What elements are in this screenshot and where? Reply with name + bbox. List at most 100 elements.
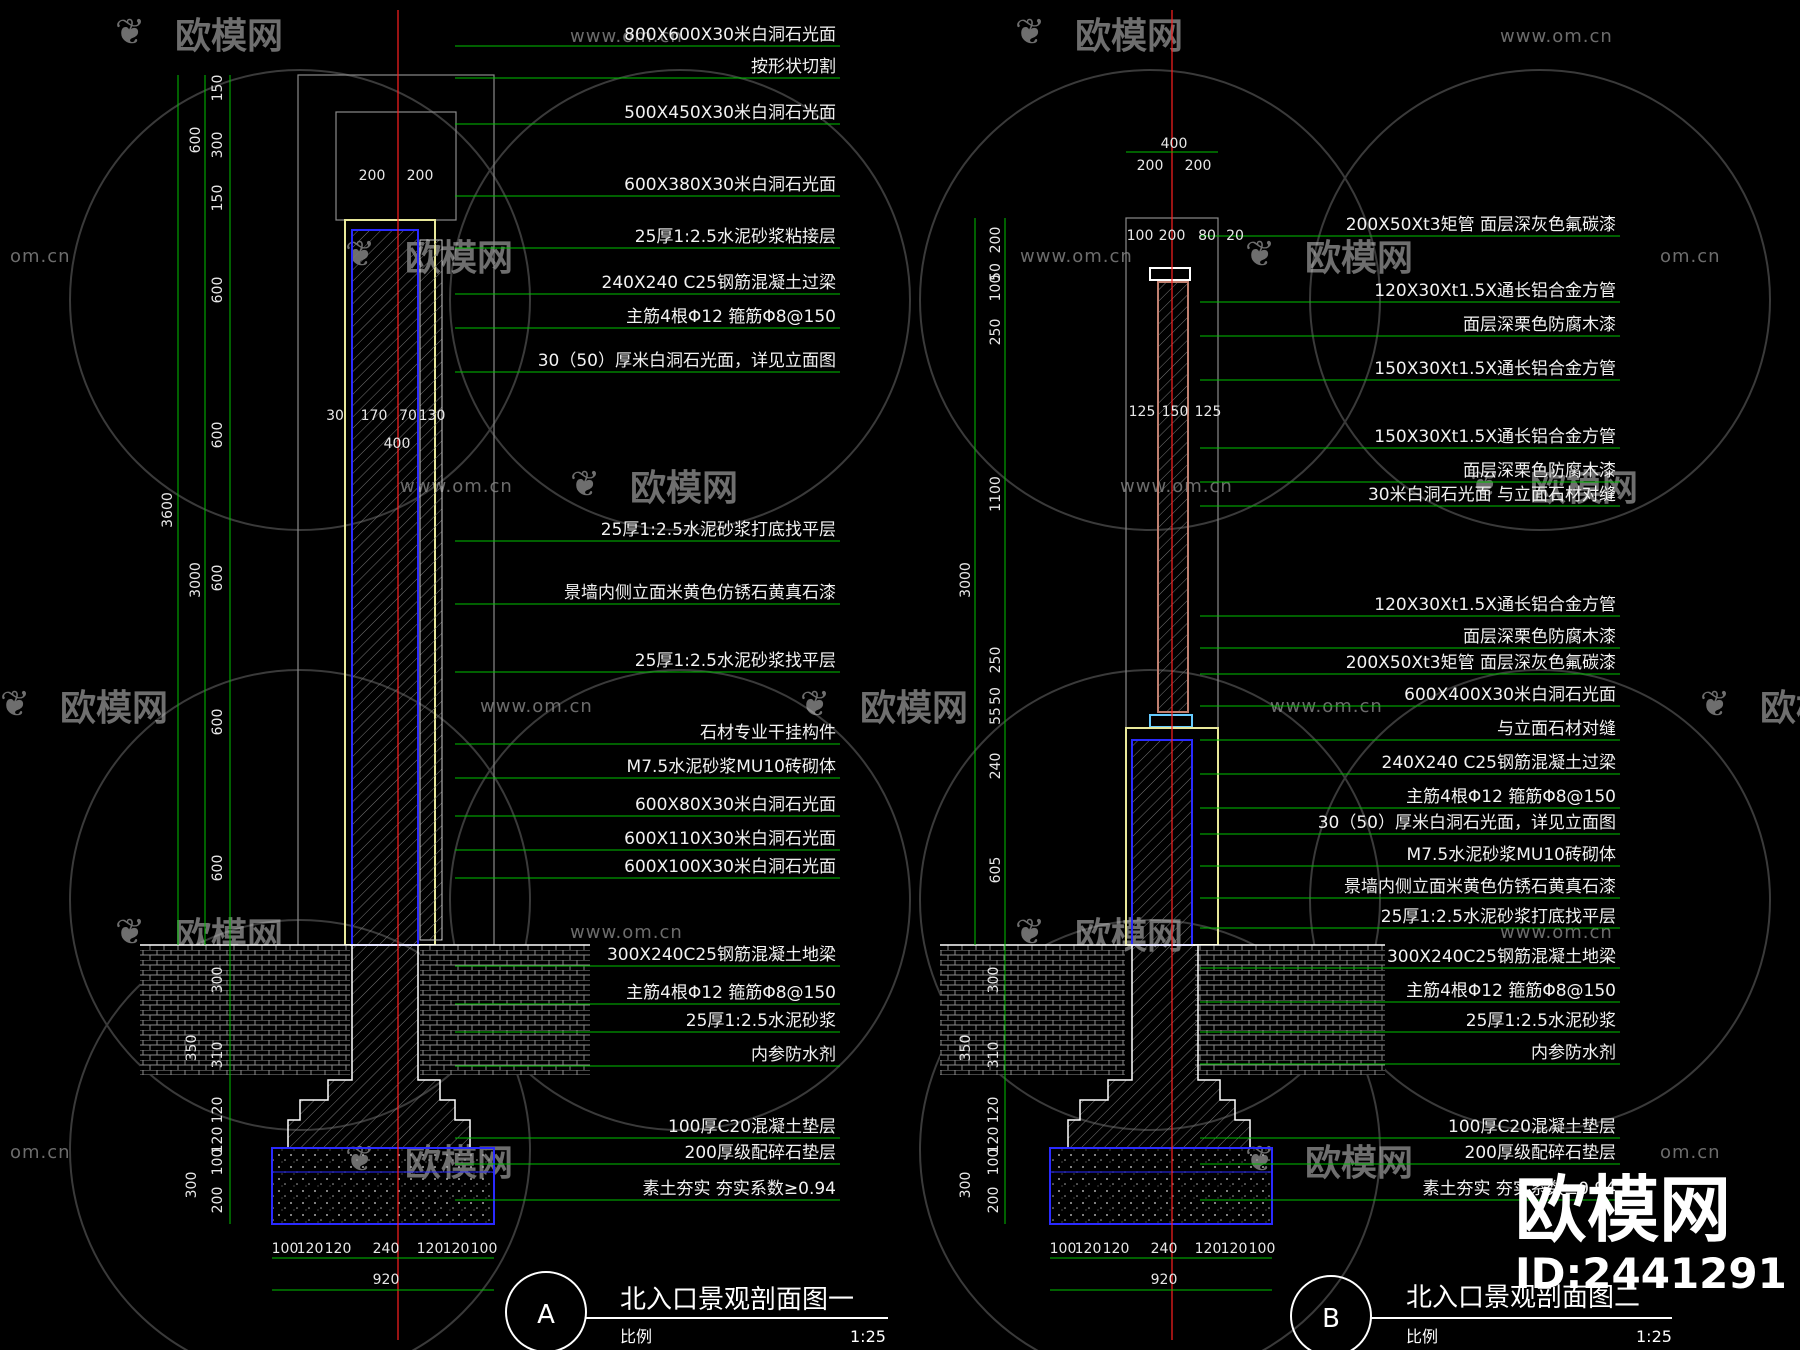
section-b-dim-label: 80 — [1198, 228, 1216, 244]
watermark-circle — [1309, 69, 1771, 531]
watermark-logo-icon: ❦ — [1470, 464, 1500, 505]
section-b-label-circle — [1290, 1275, 1372, 1350]
section-b-dim-label: 1100 — [988, 476, 1004, 512]
section-a-dim-label: 30 — [326, 408, 344, 424]
section-a-label: A — [537, 1300, 555, 1330]
section-a-annotation: M7.5水泥砂浆MU10砖砌体 — [627, 757, 836, 777]
watermark-url: www.om.cn — [1500, 922, 1613, 943]
section-b-annotation: 150X30Xt1.5X通长铝合金方管 — [1374, 359, 1616, 379]
watermark-layer: 欧模网❦欧模网❦欧模网❦欧模网❦欧模网❦欧模网❦欧模网❦欧模网❦欧模网❦欧模网❦… — [0, 12, 1800, 1184]
section-a-annotation: 500X450X30米白洞石光面 — [624, 103, 836, 123]
section-b-scale-label: 比例 — [1406, 1327, 1438, 1346]
section-b-dim-label: 125 — [1195, 404, 1222, 420]
section-a-annotation: 25厚1:2.5水泥砂浆找平层 — [635, 651, 836, 671]
watermark-url: om.cn — [10, 246, 71, 267]
section-b-dim-label: 300 — [958, 1172, 974, 1199]
section-b-dim-label: 200 — [1185, 158, 1212, 174]
watermark-circle — [1309, 669, 1771, 1131]
section-b-dim-label: 3000 — [958, 562, 974, 598]
section-b-top-tube — [1149, 267, 1191, 281]
section-a-cladding-panel — [419, 239, 443, 941]
section-a-annotation: 30（50）厚米白洞石光面，详见立面图 — [538, 351, 836, 371]
section-a-annotation: 25厚1:2.5水泥砂浆粘接层 — [635, 227, 836, 247]
section-a-annotation: 主筋4根Φ12 箍筋Φ8@150 — [626, 307, 836, 327]
section-a-dim-label: 120 — [210, 1097, 226, 1124]
section-b-annotation: 素土夯实 夯实系数≥0.94 — [1423, 1179, 1617, 1199]
section-b-dim-label: 310 — [986, 1042, 1002, 1069]
section-b-annotation: 面层深栗色防腐木漆 — [1463, 315, 1616, 335]
section-a-dim-label: 600 — [210, 709, 226, 736]
section-a-annotation: 300X240C25钢筋混凝土地梁 — [607, 945, 836, 965]
section-a-dim-label: 400 — [384, 436, 411, 452]
watermark-logo-icon: ❦ — [115, 12, 145, 53]
section-b-dim-label: 200 — [1137, 158, 1164, 174]
section-a-annotation: 内参防水剂 — [751, 1045, 836, 1065]
section-a-ground-left — [140, 945, 350, 1075]
watermark-brand: 欧模网 — [1530, 468, 1638, 509]
section-b-dim-label: 300 — [986, 967, 1002, 994]
section-b-annotation: 120X30Xt1.5X通长铝合金方管 — [1374, 595, 1616, 615]
watermark-url: www.om.cn — [570, 922, 683, 943]
section-a-annotation: 景墙内侧立面米黄色仿锈石黄真石漆 — [564, 583, 836, 603]
section-a-dim-label: 240 — [373, 1241, 400, 1257]
watermark-brand: 欧模网 — [1075, 16, 1183, 57]
section-b-title: 北入口景观剖面图二 — [1406, 1283, 1640, 1313]
section-a-dim-label: 150 — [210, 185, 226, 212]
section-b-dim-label: 920 — [1151, 1272, 1178, 1288]
section-b-dim-label: 50 — [988, 263, 1004, 281]
watermark-url: om.cn — [1660, 1142, 1721, 1163]
section-a-dim-label: 130 — [419, 408, 446, 424]
section-a-scale-value: 1:25 — [850, 1327, 886, 1346]
section-a-annotation: 主筋4根Φ12 箍筋Φ8@150 — [626, 983, 836, 1003]
section-a-annotation: 240X240 C25钢筋混凝土过梁 — [602, 273, 836, 293]
section-b-annotation: 100厚C20混凝土垫层 — [1448, 1117, 1616, 1137]
watermark-circle — [919, 69, 1381, 531]
section-b-gravel-bed — [1049, 1147, 1273, 1225]
section-b-text: 200X50Xt3矩管 面层深灰色氟碳漆120X30Xt1.5X通长铝合金方管面… — [958, 136, 1616, 1288]
section-a-dim-label: 120 — [210, 1127, 226, 1154]
section-b-drawing — [940, 10, 1620, 1340]
section-b-annotation: 600X400X30米白洞石光面 — [1404, 685, 1616, 705]
watermark-logo-icon: ❦ — [570, 464, 600, 505]
section-a-dim-label: 920 — [373, 1272, 400, 1288]
section-a-dim-label: 120 — [325, 1241, 352, 1257]
section-b-dim-label: 20 — [1226, 228, 1244, 244]
section-b-annotation: 120X30Xt1.5X通长铝合金方管 — [1374, 281, 1616, 301]
watermark-circle — [449, 69, 911, 531]
section-a-annotation: 25厚1:2.5水泥砂浆 — [686, 1011, 836, 1031]
section-b-annotation: 30米白洞石光面 与立面石材对缝 — [1368, 485, 1616, 505]
section-a-title-block: A 北入口景观剖面图一 比例 1:25 — [505, 1271, 888, 1350]
section-b-dim-label: 120 — [1195, 1241, 1222, 1257]
section-a-dim-label: 600 — [210, 277, 226, 304]
section-b-dim-label: 100 — [988, 275, 1004, 302]
section-b-ground-left — [940, 945, 1125, 1075]
section-b-dim-label: 120 — [1075, 1241, 1102, 1257]
section-b-dim-label: 100 — [986, 1149, 1002, 1176]
section-a-dim-label: 310 — [210, 1042, 226, 1069]
section-a-drawing — [140, 10, 840, 1340]
section-a-annotation: 25厚1:2.5水泥砂浆打底找平层 — [601, 520, 836, 540]
watermark-circle — [449, 669, 911, 1131]
section-a-dim-label: 200 — [407, 168, 434, 184]
brand-watermark-large: 欧模网 — [1515, 1168, 1731, 1252]
section-b-dim-label: 150 — [1162, 404, 1189, 420]
section-a-scale-label: 比例 — [620, 1327, 652, 1346]
section-a-dim-label: 150 — [210, 75, 226, 102]
watermark-brand: 欧模网 — [1760, 688, 1800, 729]
section-b-dim-label: 400 — [1161, 136, 1188, 152]
section-a-dim-label: 300 — [210, 132, 226, 159]
section-a-dim-label: 600 — [210, 422, 226, 449]
section-a-dim-label: 600 — [188, 127, 204, 154]
section-a-dim-label: 70 — [399, 408, 417, 424]
section-b-dim-label: 125 — [1129, 404, 1156, 420]
section-b-title-block: B 北入口景观剖面图二 比例 1:25 — [1290, 1275, 1672, 1350]
section-a-dim-label: 3000 — [188, 562, 204, 598]
section-a-dim-label: 100 — [471, 1241, 498, 1257]
section-a-dim-label: 3600 — [160, 492, 176, 528]
section-b-annotation: 面层深栗色防腐木漆 — [1463, 461, 1616, 481]
section-b-dim-label: 250 — [988, 647, 1004, 674]
section-b-ground-right — [1195, 945, 1385, 1075]
section-b-dim-label: 240 — [988, 753, 1004, 780]
section-b-dim-label: 55 — [988, 707, 1004, 725]
